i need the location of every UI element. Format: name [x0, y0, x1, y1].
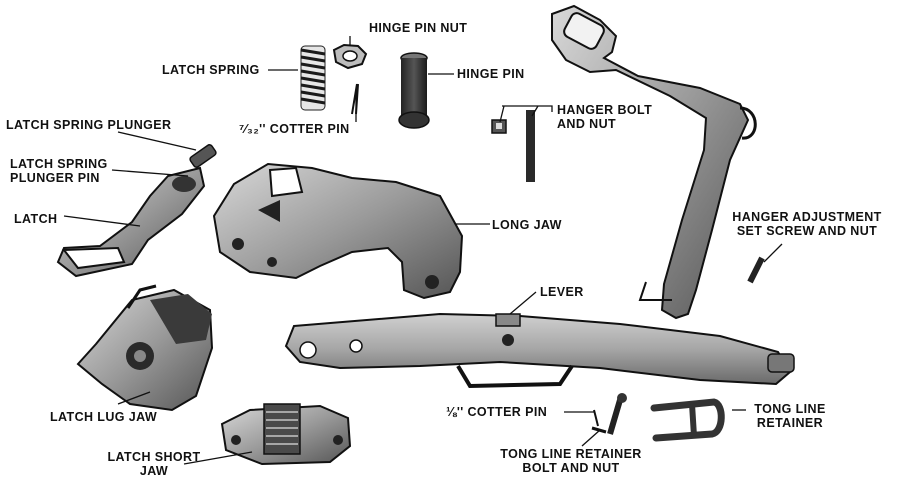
latch-spring-part [300, 45, 326, 111]
label-latch-short-jaw: LATCH SHORT JAW [104, 450, 204, 478]
leader-lines [63, 36, 783, 465]
label-hanger-adjustment-set-screw: HANGER ADJUSTMENT SET SCREW AND NUT [722, 210, 892, 238]
label-latch-spring-plunger: LATCH SPRING PLUNGER [6, 118, 172, 132]
label-tong-bolt-line1: TONG LINE RETAINER [500, 447, 642, 461]
label-tong-line-retainer-line2: RETAINER [756, 416, 824, 430]
label-latch-spring: LATCH SPRING [162, 63, 260, 77]
label-latch-spring-plunger-pin: LATCH SPRING PLUNGER PIN [10, 157, 108, 185]
label-hanger-bolt-and-nut: HANGER BOLT AND NUT [557, 103, 652, 131]
hinge-pin-nut-part [332, 43, 368, 70]
label-hanger-adj-line1: HANGER ADJUSTMENT [732, 210, 882, 224]
label-lever: LEVER [540, 285, 584, 299]
label-plunger-pin-line1: LATCH SPRING [10, 157, 108, 171]
long-jaw-part [212, 162, 464, 300]
label-hanger-bolt-line2: AND NUT [557, 117, 617, 131]
label-tong-line-retainer-line1: TONG LINE [754, 402, 826, 416]
label-small-cotter-pin: ⁷⁄₃₂'' COTTER PIN [239, 122, 350, 136]
tong-line-retainer-part [650, 398, 725, 442]
label-tong-line-retainer: TONG LINE RETAINER [745, 402, 835, 430]
latch-short-jaw-part [220, 403, 352, 466]
label-hanger-adj-line2: SET SCREW AND NUT [736, 224, 878, 238]
label-tong-line-retainer-bolt: TONG LINE RETAINER BOLT AND NUT [486, 447, 656, 475]
label-tong-bolt-line2: BOLT AND NUT [522, 461, 620, 475]
label-hinge-pin-nut: HINGE PIN NUT [369, 21, 468, 35]
label-latch-short-jaw-line1: LATCH SHORT [107, 450, 201, 464]
label-latch-short-jaw-line2: JAW [139, 464, 169, 478]
label-hanger-bolt-line1: HANGER BOLT [557, 103, 653, 117]
hanger-part [551, 4, 757, 320]
small-cotter-pin-part [351, 83, 359, 115]
label-latch: LATCH [14, 212, 58, 226]
hanger-bolt-part [491, 110, 535, 182]
latch-lug-jaw-part [76, 284, 214, 412]
label-hinge-pin: HINGE PIN [457, 67, 525, 81]
hinge-pin-part [398, 52, 430, 129]
lever-part [284, 312, 795, 389]
label-large-cotter-pin: ⅛'' COTTER PIN [446, 405, 548, 419]
latch-part [56, 166, 206, 278]
label-plunger-pin-line2: PLUNGER PIN [10, 171, 100, 185]
label-latch-lug-jaw: LATCH LUG JAW [50, 410, 158, 424]
tong-line-bolt-part [591, 393, 627, 435]
label-long-jaw: LONG JAW [492, 218, 562, 232]
hanger-adjustment-screw-part [747, 256, 765, 284]
latch-spring-plunger-part [189, 144, 217, 168]
